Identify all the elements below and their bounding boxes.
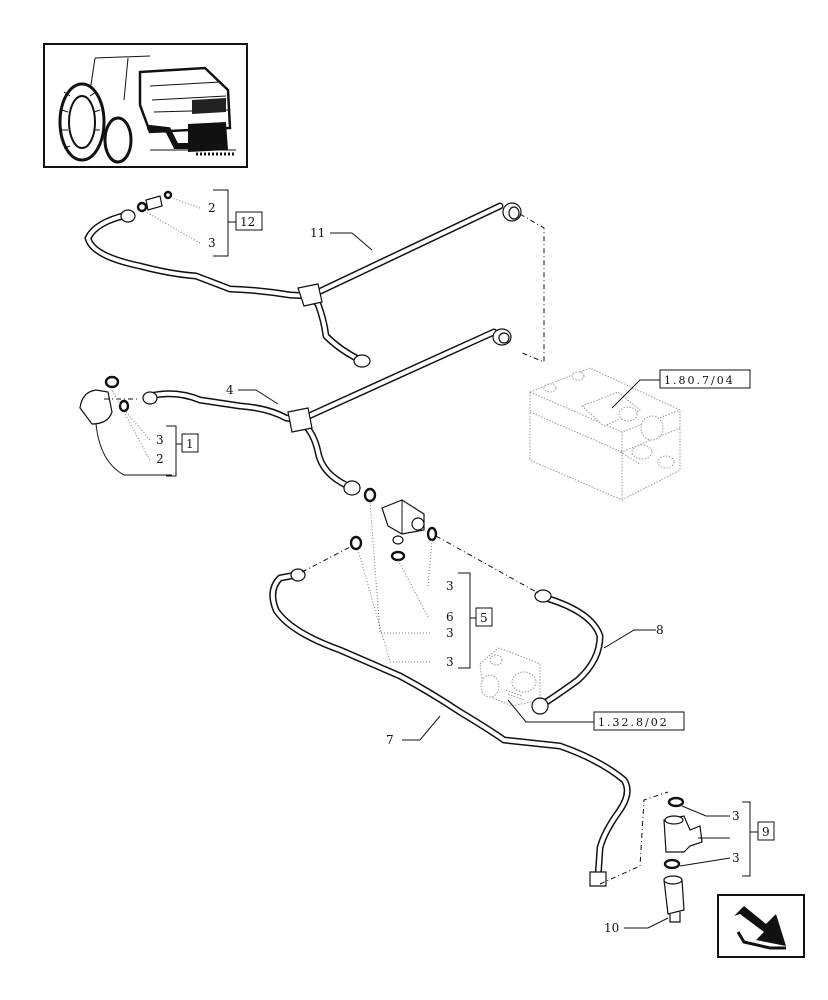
cross-ref-valve: 1.80.7/04 (664, 374, 735, 387)
label-3-g5-b: 3 (446, 626, 454, 640)
pipe-7 (269, 568, 631, 887)
group-refs: 12 1 5 9 (181, 211, 775, 841)
group-ref-9: 9 (762, 825, 770, 839)
connection-lines (104, 213, 669, 885)
part-labels: 11 4 7 8 10 2 3 3 2 3 6 3 3 3 3 (156, 201, 740, 935)
label-2-left: 2 (156, 452, 164, 466)
cross-ref-cylinder: 1.32.8/02 (598, 716, 669, 729)
group-ref-12: 12 (240, 215, 255, 229)
tractor-thumbnail (43, 43, 248, 168)
label-3-g9-a: 3 (732, 809, 740, 823)
label-3-g9-b: 3 (732, 851, 740, 865)
leader-lines (95, 189, 758, 929)
fittings-9-10 (663, 796, 703, 923)
label-3-left: 3 (156, 433, 164, 447)
label-4: 4 (226, 383, 234, 397)
label-8: 8 (656, 623, 664, 637)
label-6: 6 (446, 610, 454, 624)
label-3-top: 3 (208, 236, 216, 250)
cylinder (479, 647, 541, 707)
pipe-11 (84, 190, 522, 368)
valve-block (529, 367, 681, 501)
group-ref-1: 1 (186, 437, 194, 451)
label-11: 11 (310, 226, 325, 240)
tee-fitting-5 (349, 487, 438, 562)
label-7: 7 (386, 733, 394, 747)
pipe-4 (79, 328, 512, 496)
pipe-8 (531, 589, 604, 715)
label-3-g5-a: 3 (446, 579, 454, 593)
next-page-arrow-icon[interactable] (717, 894, 805, 958)
label-3-g5-c: 3 (446, 655, 454, 669)
cross-refs: 1.80.7/04 1.32.8/02 (593, 369, 751, 731)
group-ref-5: 5 (480, 611, 488, 625)
label-2-top: 2 (208, 201, 216, 215)
label-10: 10 (604, 921, 619, 935)
